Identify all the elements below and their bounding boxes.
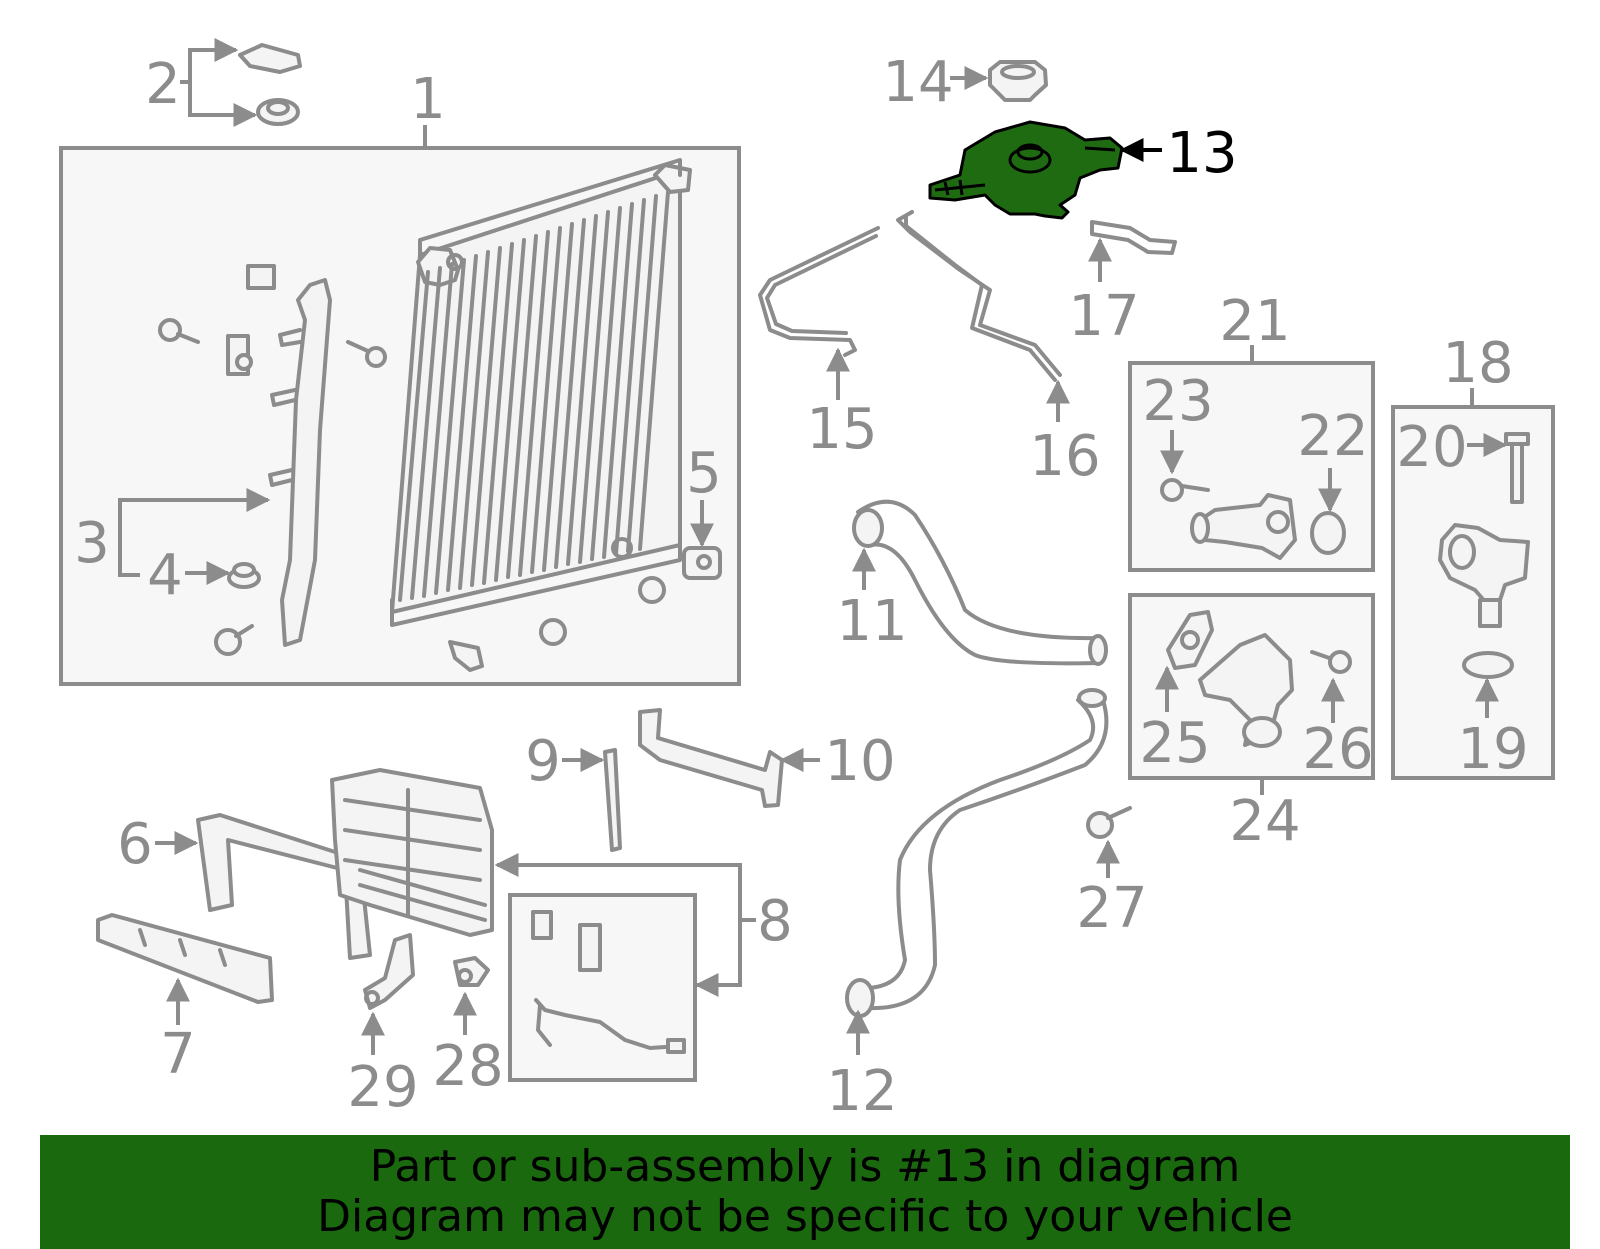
callout-21: 21 — [1219, 289, 1290, 354]
callout-13: 13 — [1166, 121, 1237, 186]
callout-15: 15 — [806, 397, 877, 462]
water-outlet-part-21 — [1190, 493, 1297, 560]
callout-18: 18 — [1442, 331, 1513, 396]
callout-14: 14 — [882, 50, 953, 115]
callout-3: 3 — [74, 511, 110, 576]
bolt-part-27 — [1086, 806, 1132, 839]
callout-11: 11 — [836, 589, 907, 654]
thermostat-housing-part-18 — [1438, 523, 1530, 628]
reservoir-cap-part-14 — [988, 60, 1048, 102]
callout-16: 16 — [1029, 424, 1100, 489]
callout-26: 26 — [1302, 717, 1373, 782]
clip-part — [448, 640, 484, 672]
callout-28: 28 — [432, 1034, 503, 1099]
bolt-part-26 — [1310, 650, 1352, 674]
vent-hose-part-16 — [896, 210, 1062, 382]
drain-plug-part-5 — [682, 546, 722, 580]
grommet-part-4 — [227, 562, 261, 589]
callout-23: 23 — [1142, 369, 1213, 434]
overflow-hose-part-15 — [758, 226, 880, 357]
callout-9: 9 — [525, 729, 561, 794]
callout-12: 12 — [826, 1059, 897, 1124]
callout-22: 22 — [1297, 404, 1368, 469]
insulator-part-2 — [238, 43, 302, 126]
callout-8: 8 — [757, 889, 793, 954]
clamp-part-19 — [1462, 651, 1514, 679]
air-baffle-part-6 — [196, 813, 372, 960]
clip-part — [226, 264, 276, 376]
grommet-part — [539, 576, 666, 646]
callout-25: 25 — [1139, 711, 1210, 776]
banner-line-disclaimer: Diagram may not be specific to your vehi… — [317, 1191, 1293, 1242]
callout-4: 4 — [147, 543, 183, 608]
callout-17: 17 — [1068, 284, 1139, 349]
bracket-part-9 — [603, 748, 622, 852]
callout-5: 5 — [686, 441, 722, 506]
bolt-part — [158, 318, 200, 344]
callout-27: 27 — [1076, 876, 1147, 941]
callout-10: 10 — [824, 729, 895, 794]
bolt-part-23 — [1160, 478, 1210, 502]
thermostat-group-box-18 — [1391, 405, 1555, 780]
banner-line-part-number: Part or sub-assembly is #13 in diagram — [369, 1141, 1241, 1192]
air-deflector-part-7 — [96, 913, 274, 1004]
shutter-assembly-part-8 — [330, 768, 494, 937]
leader-lines — [118, 38, 1508, 1055]
seal-part-22 — [1310, 511, 1346, 555]
radiator-bracket-part-3 — [268, 278, 332, 647]
coolant-reservoir-part-13 — [928, 120, 1124, 220]
wiring-harness-part — [531, 910, 686, 1054]
bolt-part — [346, 340, 387, 368]
bolt-part — [214, 624, 254, 656]
lower-hose-part-12 — [845, 688, 1109, 1018]
callout-20: 20 — [1396, 415, 1467, 480]
bracket-part-29 — [363, 933, 415, 1010]
hose-part-17 — [1090, 220, 1177, 255]
support-part-10 — [638, 708, 784, 808]
callout-29: 29 — [347, 1055, 418, 1120]
callout-2: 2 — [145, 52, 181, 117]
callout-6: 6 — [117, 812, 153, 877]
clip-part-28 — [453, 956, 490, 987]
callout-7: 7 — [160, 1022, 196, 1087]
callout-24: 24 — [1229, 789, 1300, 854]
info-banner: Part or sub-assembly is #13 in diagram D… — [40, 1135, 1570, 1249]
upper-hose-part-11 — [852, 499, 1108, 666]
callout-1: 1 — [410, 67, 446, 132]
radiator-part — [390, 158, 692, 627]
callout-19: 19 — [1457, 717, 1528, 782]
water-inlet-part-24 — [1198, 633, 1294, 748]
